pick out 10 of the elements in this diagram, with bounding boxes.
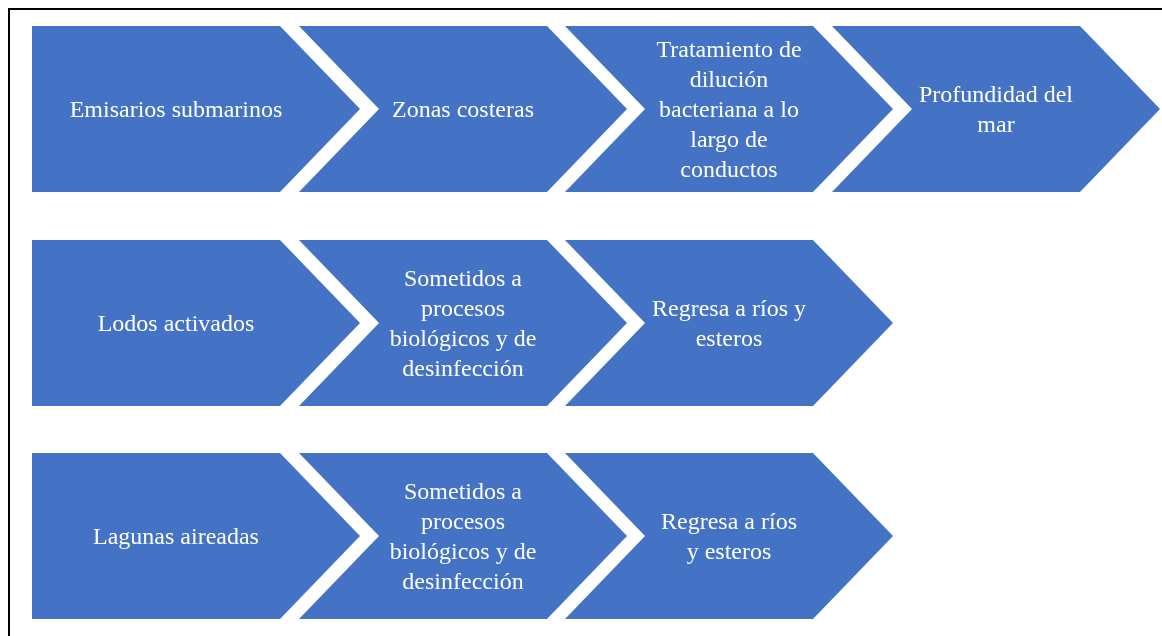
step-label: Regresa a ríos y esteros: [660, 507, 798, 566]
step-label: Sometidos a procesos biológicos y de desinfección: [388, 264, 538, 383]
step-label: Sometidos a procesos biológicos y de desinfección: [388, 477, 538, 596]
step-label: Profundidad del mar: [918, 80, 1074, 139]
step-label: Emisarios submarinos: [69, 95, 283, 124]
step-label: Lagunas aireadas: [93, 522, 259, 551]
step-label: Tratamiento de dilución bacteriana a lo largo de conductos: [655, 35, 803, 184]
step-label: Zonas costeras: [392, 95, 534, 124]
step-label: Regresa a ríos y esteros: [651, 294, 807, 353]
step-label: Lodos activados: [97, 309, 255, 338]
